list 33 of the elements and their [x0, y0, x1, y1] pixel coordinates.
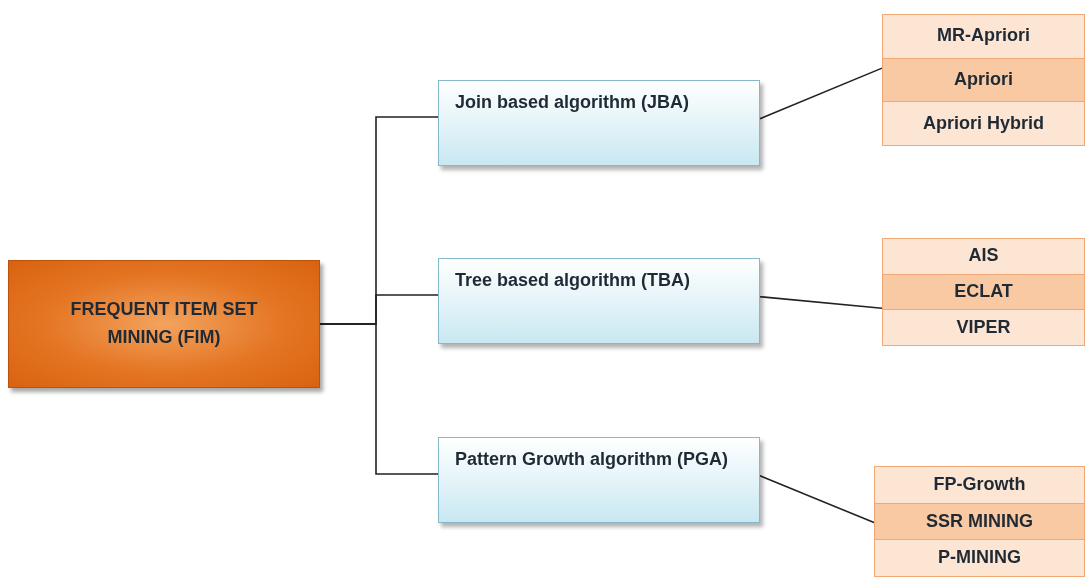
list-box	[882, 238, 1085, 346]
root-box	[8, 260, 320, 388]
list-box	[874, 466, 1085, 577]
node-label: Apriori	[954, 68, 1013, 92]
connector-line	[759, 474, 875, 524]
connector-line	[759, 295, 883, 309]
node-label: ECLAT	[954, 280, 1013, 304]
connector-line	[759, 67, 883, 120]
node-label: Apriori Hybrid	[923, 111, 1044, 135]
node-label: Tree based algorithm (TBA)	[455, 270, 691, 290]
node-label: AIS	[968, 244, 999, 268]
list-row	[875, 502, 1084, 540]
list-box	[882, 14, 1085, 146]
list-row	[883, 273, 1084, 310]
list-row	[883, 309, 1084, 345]
list-row	[883, 57, 1084, 102]
list-row	[883, 15, 1084, 58]
list-row	[875, 539, 1084, 576]
node-label: Pattern Growth algorithm (PGA)	[455, 449, 728, 469]
node-label: P-MINING	[938, 546, 1021, 570]
node-label: FREQUENT ITEM SET MINING (FIM)	[69, 298, 259, 349]
category-box	[438, 80, 760, 166]
node-label: VIPER	[956, 315, 1011, 339]
node-label: SSR MINING	[926, 509, 1033, 533]
node-label: MR-Apriori	[937, 24, 1030, 48]
list-row	[883, 101, 1084, 145]
node-label: FP-Growth	[933, 472, 1026, 496]
list-row	[875, 467, 1084, 503]
category-box	[438, 258, 760, 344]
list-row	[883, 239, 1084, 274]
node-label: Join based algorithm (JBA)	[455, 92, 690, 112]
category-box	[438, 437, 760, 523]
connector-line	[319, 323, 439, 475]
